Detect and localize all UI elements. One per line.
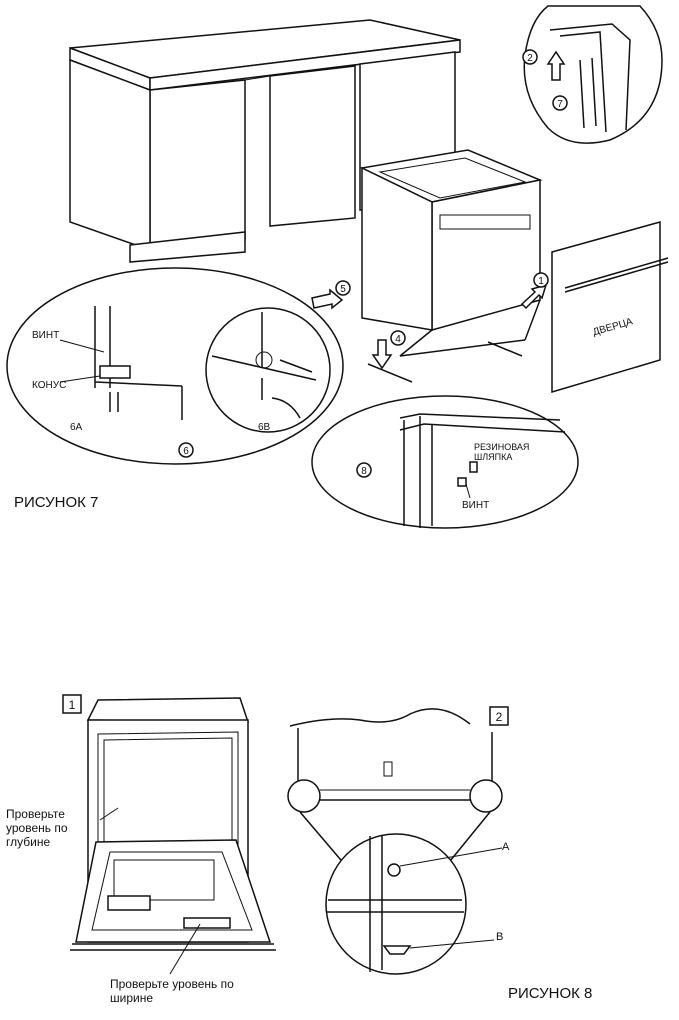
cone-label: КОНУС [32, 380, 66, 391]
check-width-text: Проверьте уровень по [110, 977, 234, 991]
figure-7-caption: РИСУНОК 7 [14, 494, 98, 511]
step-5-number: 5 [340, 284, 346, 295]
detail-6a-label: 6А [70, 422, 83, 433]
step-7-number: 7 [557, 99, 563, 110]
rubber-cap-line: РЕЗИНОВАЯ [474, 442, 529, 452]
label-line: ширине [110, 991, 153, 1005]
figure-8-caption: РИСУНОК 8 [508, 985, 592, 1002]
label-line: ШЛЯПКА [474, 452, 512, 462]
step-8-number: 8 [361, 466, 367, 477]
screw-label-right: ВИНТ [462, 500, 489, 511]
kitchen-cabinet [69, 19, 461, 263]
step-6-number: 6 [183, 446, 189, 457]
step-4-arrow: 4 [371, 330, 406, 370]
check-width-label: Проверьте уровень по ширине [110, 977, 237, 1005]
figure-7: ДВЕРЦА 5 1 4 2 7 [6, 5, 669, 529]
panel-2-number: 2 [496, 710, 503, 724]
step-5-arrow: 5 [311, 280, 351, 310]
check-depth-text: Проверьте [6, 807, 65, 821]
step-4-number: 4 [395, 334, 401, 345]
door-panel: ДВЕРЦА [551, 221, 669, 394]
label-line: глубине [6, 835, 50, 849]
rubber-cap-label: РЕЗИНОВАЯ ШЛЯПКА [474, 442, 532, 462]
step-2-number: 2 [527, 53, 533, 64]
dishwasher-unit [359, 149, 543, 383]
step-1-number: 1 [538, 276, 544, 287]
detail-circle-top: 2 7 [522, 5, 663, 144]
panel-1-number: 1 [69, 698, 76, 712]
step-1-arrow: 1 [520, 272, 549, 310]
detail-6b-label: 6В [258, 422, 271, 433]
label-line: уровень по [6, 821, 68, 835]
label-b: B [496, 931, 503, 943]
label-a: A [502, 841, 510, 853]
screw-label-left: ВИНТ [32, 330, 59, 341]
detail-ellipse-8: РЕЗИНОВАЯ ШЛЯПКА ВИНТ 8 [311, 395, 579, 529]
detail-ellipse-6: ВИНТ КОНУС 6А 6В 6 [6, 267, 344, 465]
panel-2: 2 A B [287, 706, 510, 975]
